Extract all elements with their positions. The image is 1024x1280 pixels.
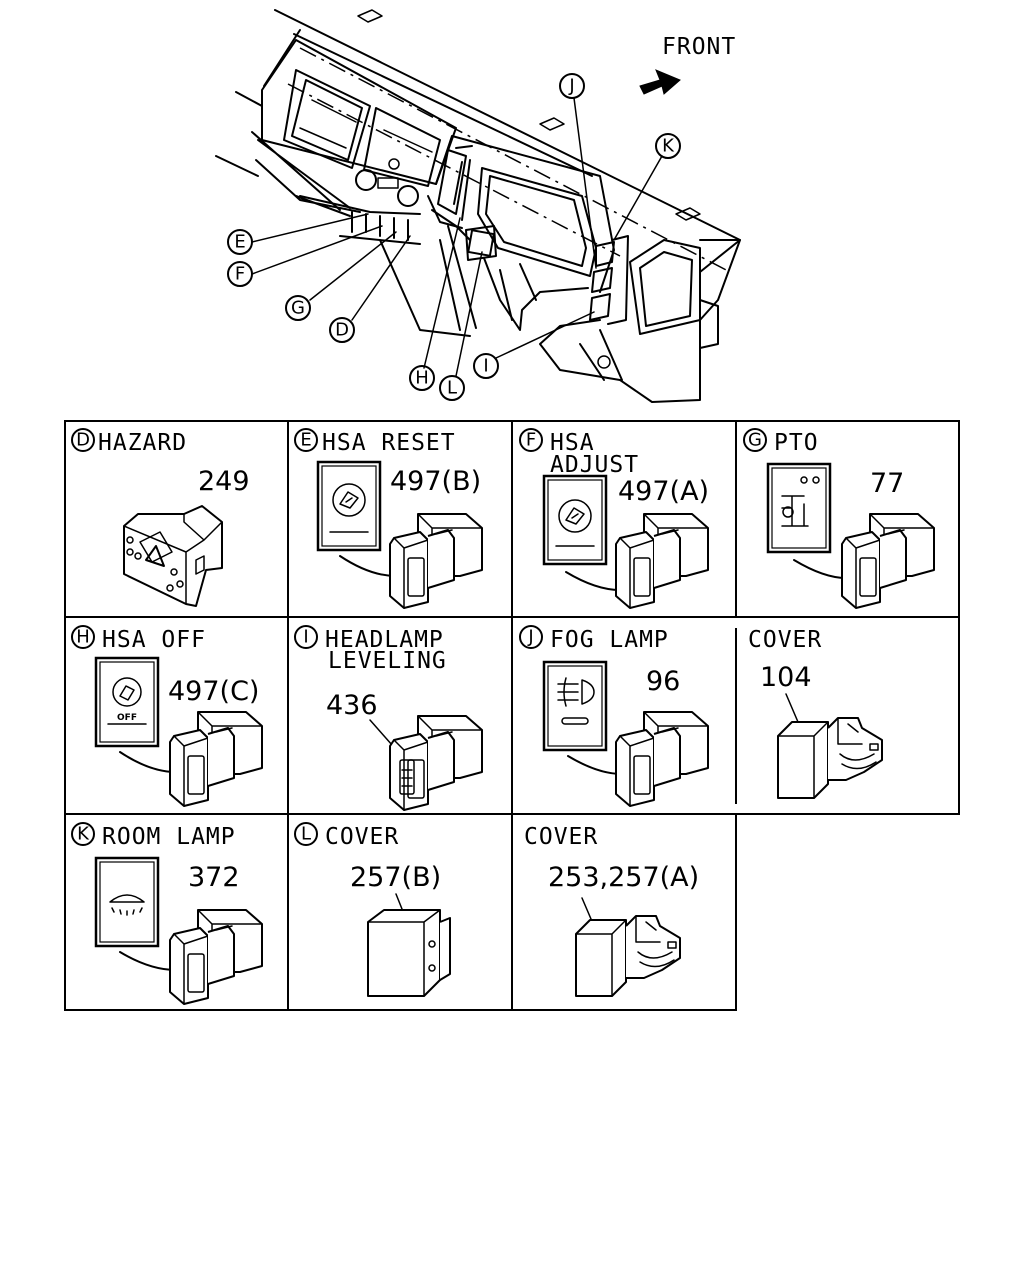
pto-switch-drawing bbox=[841, 513, 935, 609]
callout-h: H bbox=[409, 365, 435, 391]
cover-104-drawing bbox=[777, 717, 883, 799]
cell-letter: D bbox=[76, 430, 90, 451]
cell-title: HSA RESET bbox=[322, 430, 456, 456]
fog-lamp-label-icon bbox=[542, 660, 608, 752]
callout-d: D bbox=[329, 317, 355, 343]
cover-257b-drawing bbox=[367, 909, 451, 997]
part-number: 497(B) bbox=[390, 466, 481, 497]
cell-title: HAZARD bbox=[98, 430, 187, 456]
cell-title-line1: HSA bbox=[550, 430, 595, 456]
cell-pto: G PTO 77 bbox=[743, 428, 935, 609]
callout-g: G bbox=[285, 295, 311, 321]
cell-fog-lamp: J FOG LAMP 96 bbox=[519, 625, 709, 807]
svg-text:K: K bbox=[662, 136, 675, 157]
svg-text:J: J bbox=[568, 76, 574, 97]
part-number: 436 bbox=[326, 690, 378, 721]
pto-label-icon bbox=[766, 462, 832, 554]
room-lamp-label-icon bbox=[94, 856, 160, 948]
part-number: 96 bbox=[646, 666, 680, 697]
cell-title-line1: HEADLAMP bbox=[325, 627, 444, 653]
cell-title: COVER bbox=[524, 824, 598, 850]
hsa-off-label-icon: OFF bbox=[94, 656, 160, 748]
fog-lamp-switch-drawing bbox=[615, 711, 709, 807]
cell-letter: E bbox=[300, 430, 311, 451]
cell-hazard: D HAZARD 249 bbox=[71, 428, 250, 607]
hsa-off-switch-drawing bbox=[169, 711, 263, 807]
part-number: 497(A) bbox=[618, 476, 709, 507]
callout-e: E bbox=[227, 229, 253, 255]
front-label: FRONT bbox=[662, 34, 736, 60]
svg-text:G: G bbox=[291, 298, 305, 319]
svg-text:H: H bbox=[415, 368, 429, 389]
svg-text:L: L bbox=[447, 378, 457, 399]
cell-title: HSA OFF bbox=[102, 627, 206, 653]
part-number: 77 bbox=[870, 468, 904, 499]
cell-letter: H bbox=[76, 627, 90, 648]
part-number: 257(B) bbox=[350, 862, 441, 893]
cell-title-line2: LEVELING bbox=[328, 648, 447, 674]
cell-letter: F bbox=[526, 430, 536, 451]
cell-headlamp-leveling: I HEADLAMP LEVELING 436 bbox=[294, 625, 483, 811]
svg-text:E: E bbox=[234, 232, 245, 253]
callout-f: F bbox=[227, 261, 253, 287]
cell-letter: L bbox=[301, 824, 311, 845]
cell-letter: J bbox=[527, 627, 533, 648]
callout-i: I bbox=[473, 353, 499, 379]
cell-title: PTO bbox=[774, 430, 819, 456]
cell-title: ROOM LAMP bbox=[102, 824, 236, 850]
cell-hsa-reset: E HSA RESET 497(B) bbox=[294, 428, 483, 609]
cell-letter: G bbox=[748, 430, 762, 451]
cover-253-drawing bbox=[575, 915, 681, 997]
part-number: 253,257(A) bbox=[548, 862, 699, 893]
hsa-adjust-label-icon bbox=[542, 474, 608, 566]
hsa-adjust-switch-drawing bbox=[615, 513, 709, 609]
hazard-switch-drawing bbox=[123, 505, 223, 607]
svg-text:D: D bbox=[335, 320, 349, 341]
cell-hsa-off: H HSA OFF 497(C) OFF bbox=[71, 625, 263, 807]
part-number: 497(C) bbox=[168, 676, 259, 707]
cell-cover-104: COVER 104 bbox=[748, 627, 883, 799]
cell-hsa-adjust: F HSA ADJUST 497(A) bbox=[519, 428, 709, 609]
part-number: 249 bbox=[198, 466, 250, 497]
cell-letter: K bbox=[77, 824, 90, 845]
hsa-reset-label-icon bbox=[316, 460, 382, 552]
part-number: 372 bbox=[188, 862, 240, 893]
callout-l: L bbox=[439, 375, 465, 401]
cell-title: COVER bbox=[748, 627, 822, 653]
dashboard-illustration: FRONT E F G D H bbox=[215, 9, 741, 403]
room-lamp-switch-drawing bbox=[169, 909, 263, 1005]
svg-text:I: I bbox=[483, 356, 488, 377]
leveling-switch-drawing bbox=[389, 715, 483, 811]
cell-room-lamp: K ROOM LAMP 372 bbox=[71, 822, 263, 1005]
off-icon-text: OFF bbox=[117, 713, 137, 723]
svg-text:F: F bbox=[235, 264, 245, 285]
cell-title: FOG LAMP bbox=[550, 627, 669, 653]
part-number: 104 bbox=[760, 662, 812, 693]
parts-grid bbox=[64, 420, 960, 1011]
cell-title-line2: ADJUST bbox=[550, 452, 639, 478]
cell-title: COVER bbox=[325, 824, 399, 850]
callout-j: J bbox=[559, 73, 585, 99]
cell-cover-257b: L COVER 257(B) bbox=[294, 822, 451, 997]
callout-k: K bbox=[655, 133, 681, 159]
cell-cover-253: COVER 253,257(A) bbox=[524, 824, 699, 997]
cell-letter: I bbox=[303, 627, 308, 648]
hsa-reset-switch-drawing bbox=[389, 513, 483, 609]
